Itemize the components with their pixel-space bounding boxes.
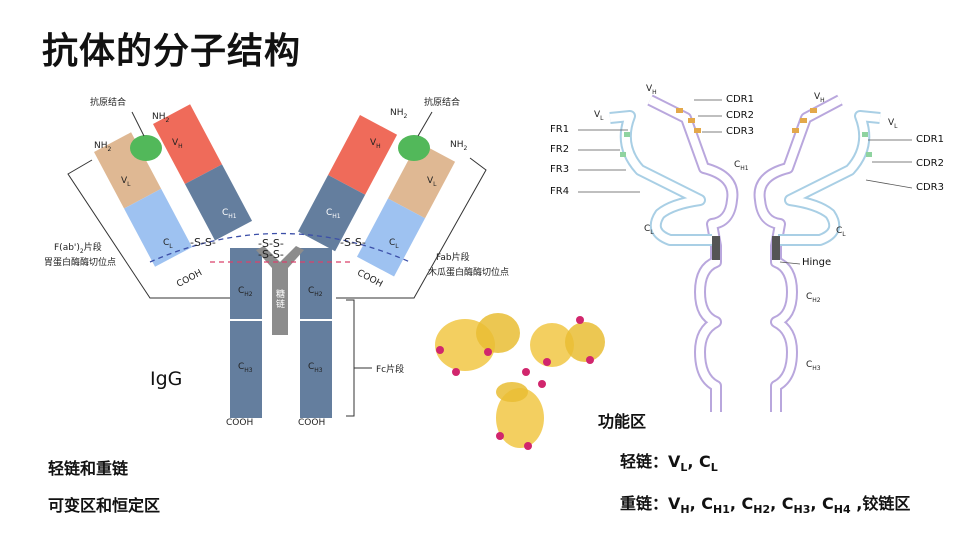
ch1-label-right: CH1 <box>326 208 341 220</box>
disulfide-center-2: -S-S- <box>258 248 284 261</box>
vh-label-left: VH <box>172 138 183 150</box>
cdr2-top-label: CDR2 <box>726 110 754 121</box>
antigen-right <box>398 135 430 161</box>
igg-label: IgG <box>150 368 183 390</box>
fab2-label: F(ab')2片段 <box>54 243 102 255</box>
ch2-label-r: CH2 <box>806 292 821 304</box>
vh-domain-right <box>328 115 398 195</box>
antigen-binding-label-right: 抗原结合 <box>424 98 461 108</box>
hinge-right <box>772 236 780 260</box>
antibody-3d-illustration <box>435 313 605 450</box>
vl-label-right: VL <box>427 176 437 188</box>
cdr1-top-label: CDR1 <box>726 94 754 105</box>
sugar-chain <box>256 246 304 335</box>
nh2-label-vh-right: NH2 <box>390 108 408 120</box>
disulfide-left: -S-S- <box>190 236 216 249</box>
cl-label-r2: CL <box>836 226 846 238</box>
papain-site-label: 木瓜蛋白酶酶切位点 <box>428 268 510 278</box>
vh-label-r2: VH <box>814 92 825 104</box>
vl-domain-right <box>387 142 456 219</box>
variable-constant-region-text: 可变区和恒定区 <box>48 496 161 515</box>
light-chain-domains: 轻链：VL, CL <box>620 452 718 475</box>
page-title: 抗体的分子结构 <box>42 31 302 72</box>
functional-region-heading: 功能区 <box>598 412 647 431</box>
cdr3-top-label: CDR3 <box>726 126 754 137</box>
fc-bracket <box>346 299 355 417</box>
cl-label-left: CL <box>163 238 173 250</box>
fr3-label: FR3 <box>550 164 570 175</box>
nh2-label-vh-left: NH2 <box>152 112 170 124</box>
nh2-label-vl-left: NH2 <box>94 141 112 153</box>
ch1-label-r: CH1 <box>734 160 749 172</box>
heavy-chain-fc-right <box>300 248 332 418</box>
vh-label-right: VH <box>370 138 381 150</box>
vh-label-r1: VH <box>646 84 657 96</box>
ch3-label-r: CH3 <box>806 360 821 372</box>
cl-label-right: CL <box>389 238 399 250</box>
ch1-label-left: CH1 <box>222 208 237 220</box>
fc-label: Fc片段 <box>376 365 405 375</box>
cooh-label-heavy-right: COOH <box>298 418 326 428</box>
hinge-left <box>712 236 720 260</box>
cl-domain-right <box>356 198 426 277</box>
disulfide-center-1: -S-S- <box>258 237 284 250</box>
heavy-chain-left <box>647 94 739 412</box>
heavy-chain-fc-left <box>230 248 262 418</box>
pepsin-site-label: 胃蛋白酶酶切位点 <box>44 258 117 268</box>
vl-label-r2: VL <box>888 118 898 130</box>
cdr3-right-label: CDR3 <box>916 182 944 193</box>
cl-label-r1: CL <box>644 224 654 236</box>
hinge-label: Hinge <box>802 257 832 268</box>
fab-bracket <box>336 157 487 299</box>
antigen-binding-label-left: 抗原结合 <box>90 98 127 108</box>
fr2-label: FR2 <box>550 144 570 155</box>
ch3-label-left: CH3 <box>238 362 253 374</box>
fr1-label: FR1 <box>550 124 570 135</box>
sugar-chain-label: 糖链 <box>276 290 286 310</box>
vl-label-r1: VL <box>594 110 604 122</box>
fab-label: Fab片段 <box>436 253 470 263</box>
heavy-chain-domains: 重链：VH, CH1, CH2, CH3, CH4 ,铰链区 <box>620 494 911 517</box>
fab2-bracket <box>67 159 230 299</box>
antigen-left <box>130 135 162 161</box>
vl-domain-left <box>94 132 162 209</box>
cdr2-right-label: CDR2 <box>916 158 944 169</box>
cooh-label-heavy-left: COOH <box>226 418 254 428</box>
ch1-domain-left <box>184 164 253 241</box>
nh2-label-vl-right: NH2 <box>450 140 468 152</box>
fr4-label: FR4 <box>550 186 570 197</box>
ch3-label-right: CH3 <box>308 362 323 374</box>
disulfide-right: -S-S- <box>340 236 366 249</box>
cdr1-right-label: CDR1 <box>916 134 944 145</box>
ch2-label-right: CH2 <box>308 286 323 298</box>
ch1-domain-right <box>298 175 366 252</box>
cl-domain-left <box>124 188 193 267</box>
vh-domain-left <box>153 104 223 185</box>
ch2-label-left: CH2 <box>238 286 253 298</box>
vl-label-left: VL <box>121 176 131 188</box>
light-heavy-chain-text: 轻链和重链 <box>48 459 129 478</box>
